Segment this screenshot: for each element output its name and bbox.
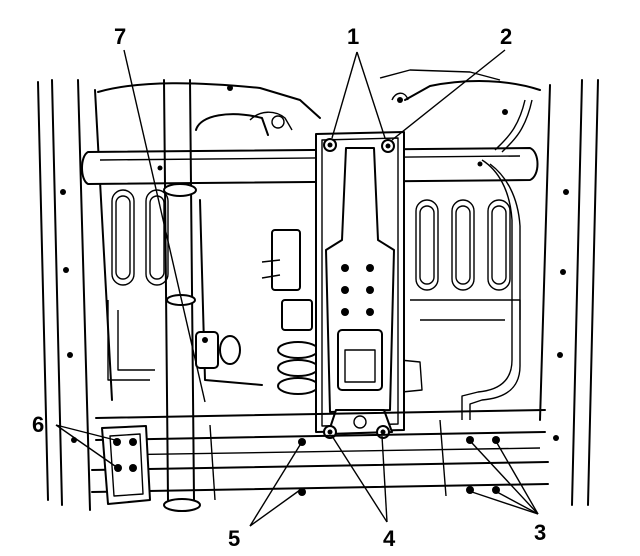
bracket-6	[101, 425, 151, 505]
vertical-rod	[163, 79, 201, 512]
callout-1: 1	[347, 24, 359, 49]
brake-lines	[461, 99, 533, 420]
right-panel-ribs	[397, 97, 521, 321]
callout-6: 6	[32, 412, 44, 437]
callout-5: 5	[228, 526, 240, 551]
bolts-1	[323, 138, 395, 153]
callout-7: 7	[114, 24, 126, 49]
fuel-tank	[195, 111, 293, 386]
callout-4: 4	[383, 526, 396, 551]
callout-2: 2	[500, 24, 512, 49]
floor-pan	[97, 69, 541, 119]
left-panel-ribs	[107, 189, 169, 381]
right-frame-rail	[539, 79, 599, 506]
left-frame-rail	[37, 79, 113, 511]
leader-lines	[55, 49, 539, 527]
center-components	[261, 229, 423, 395]
lower-crossmember	[91, 409, 549, 501]
callout-3: 3	[534, 520, 546, 545]
crossmember-tube	[81, 147, 539, 185]
transmission-support-plate	[315, 131, 405, 435]
